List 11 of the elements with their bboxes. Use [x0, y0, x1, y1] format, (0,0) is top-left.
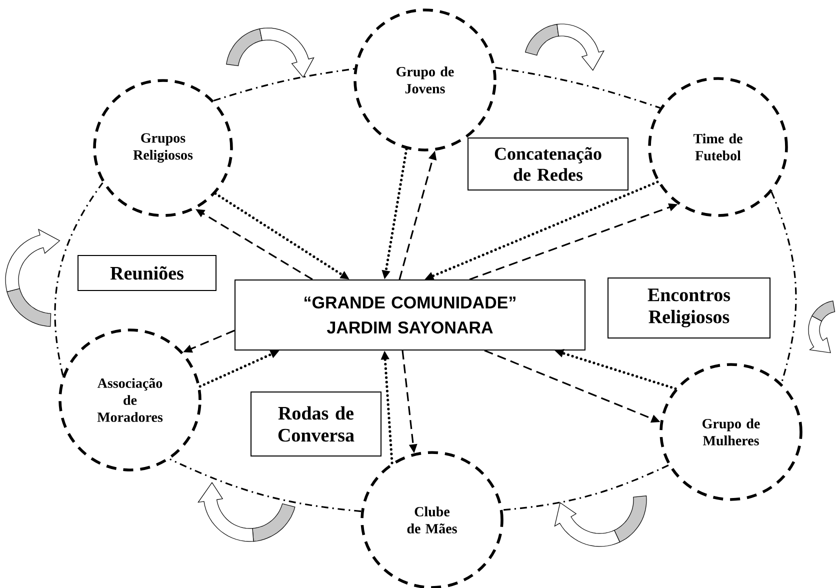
central-box: “GRANDE COMUNIDADE” JARDIM SAYONARA	[234, 279, 586, 350]
connector-line	[54, 182, 104, 376]
connector-line	[214, 68, 355, 102]
label-box: Reuniões	[78, 255, 216, 291]
connector-line	[495, 66, 660, 109]
connector-line	[770, 192, 797, 384]
connector-line	[502, 464, 669, 511]
label-box: Concatenação de Redes	[468, 138, 628, 190]
label-box: Encontros Religiosos	[608, 277, 770, 338]
connector-line	[170, 458, 362, 512]
label-box: Rodas de Conversa	[250, 391, 382, 456]
